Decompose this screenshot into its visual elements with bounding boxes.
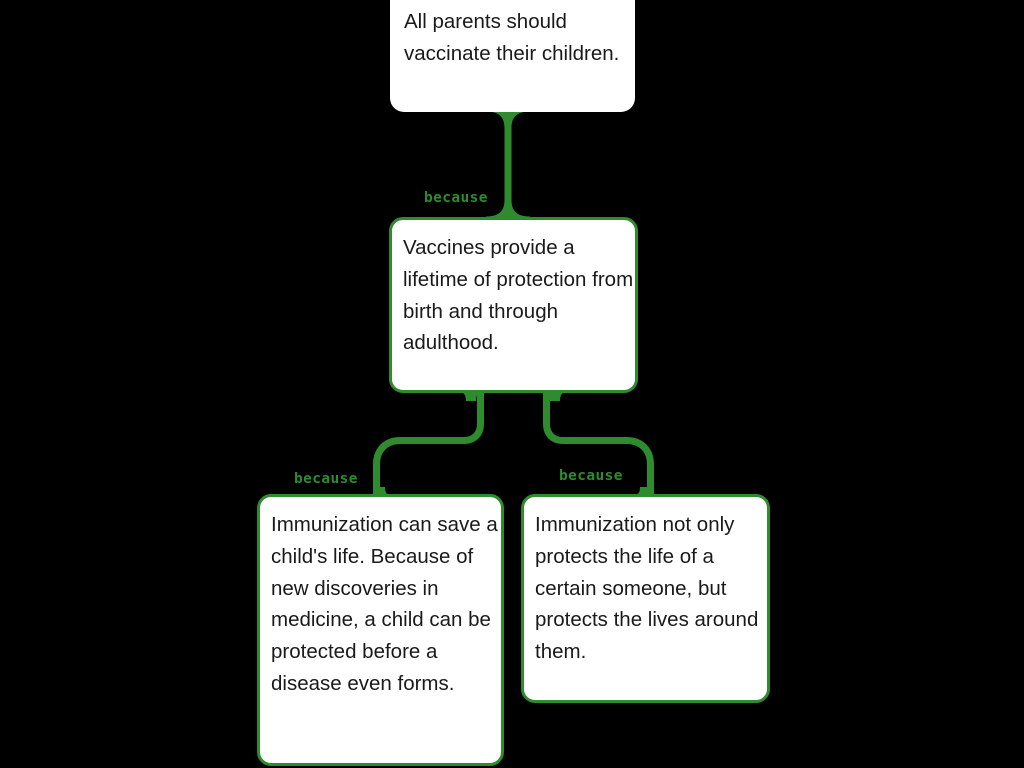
connector-flare-reason1-bottom-left (452, 390, 490, 401)
connector-reason1-to-reason1b (543, 390, 659, 498)
node-reason-1a[interactable]: Immunization can save a child's life. Be… (257, 494, 504, 766)
node-main-claim-text: All parents should vaccinate their child… (404, 10, 620, 65)
node-main-claim[interactable]: All parents should vaccinate their child… (390, 0, 635, 112)
node-reason-1a-text: Immunization can save a child's life. Be… (271, 513, 498, 695)
edge-label-because-reason1a: because (294, 471, 358, 487)
connector-claim-to-reason1 (486, 108, 530, 220)
edge-label-because-claim: because (424, 190, 488, 206)
connector-flare-reason1-bottom-right (536, 390, 574, 401)
node-reason-1b-text: Immunization not only protects the life … (535, 513, 759, 664)
connector-reason1-to-reason1a (368, 390, 484, 498)
node-reason-1[interactable]: Vaccines provide a lifetime of protectio… (389, 217, 638, 393)
connector-flare-reason1a (361, 487, 399, 497)
node-reason-1b[interactable]: Immunization not only protects the life … (521, 494, 770, 703)
connector-flare-reason1b (626, 487, 664, 497)
node-reason-1-text: Vaccines provide a lifetime of protectio… (403, 236, 634, 355)
edge-label-because-reason1b: because (559, 468, 623, 484)
